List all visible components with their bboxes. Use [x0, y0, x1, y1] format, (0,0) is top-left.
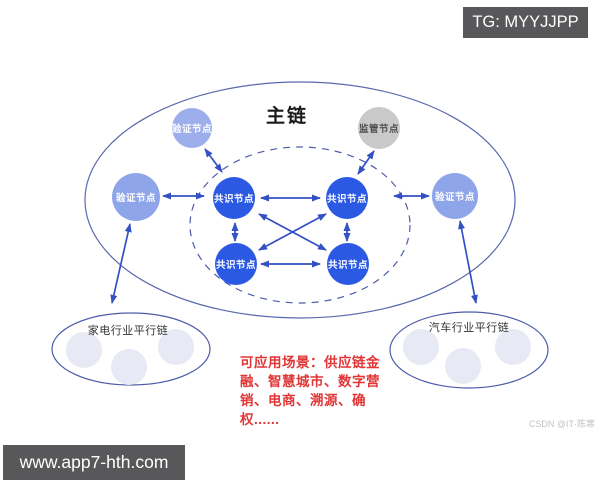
member-node [111, 349, 147, 385]
left-parallel-chain-member-nodes [66, 329, 194, 385]
member-node [66, 332, 102, 368]
right-parallel-chain-ellipse [389, 311, 549, 389]
member-node [403, 329, 439, 365]
node-consensus-bottom-right: 共识节点 [327, 243, 369, 285]
left-parallel-chain-label: 家电行业平行链 [87, 325, 169, 337]
node-validation-right: 验证节点 [432, 173, 478, 219]
arrow-right-validation-to-right-chain [458, 220, 478, 304]
main-chain-ellipse [84, 81, 516, 319]
left-parallel-chain-ellipse [51, 312, 211, 386]
right-parallel-chain-member-nodes [403, 329, 531, 384]
csdn-watermark: CSDN @IT·陈寒 [528, 419, 595, 429]
member-node [158, 329, 194, 365]
arrow-top-validation-to-consensus [204, 148, 223, 173]
node-consensus-top-left: 共识节点 [213, 177, 255, 219]
node-validation-left: 验证节点 [112, 173, 160, 221]
arrow-left-validation-to-left-chain [110, 223, 132, 304]
website-url-badge: www.app7-hth.com [3, 445, 185, 480]
right-parallel-chain-label: 汽车行业平行链 [428, 322, 510, 334]
member-node [495, 329, 531, 365]
node-consensus-top-right: 共识节点 [326, 177, 368, 219]
application-scenarios-note: 可应用场景：供应链金 融、智慧城市、数字营 销、电商、溯源、确 权...... [240, 355, 380, 427]
member-node [445, 348, 481, 384]
main-chain-title: 主链 [265, 106, 308, 127]
diagram-arrows [110, 148, 478, 304]
arrow-supervision-to-consensus [357, 150, 375, 175]
arrow-consensus-diagonal-2 [258, 213, 327, 251]
tg-contact-badge: TG: MYYJJPP [463, 7, 588, 38]
node-validation-top: 验证节点 [172, 108, 212, 148]
node-supervision: 监管节点 [358, 107, 400, 149]
node-consensus-bottom-left: 共识节点 [215, 243, 257, 285]
consensus-cluster-dashed-ellipse [189, 146, 411, 304]
